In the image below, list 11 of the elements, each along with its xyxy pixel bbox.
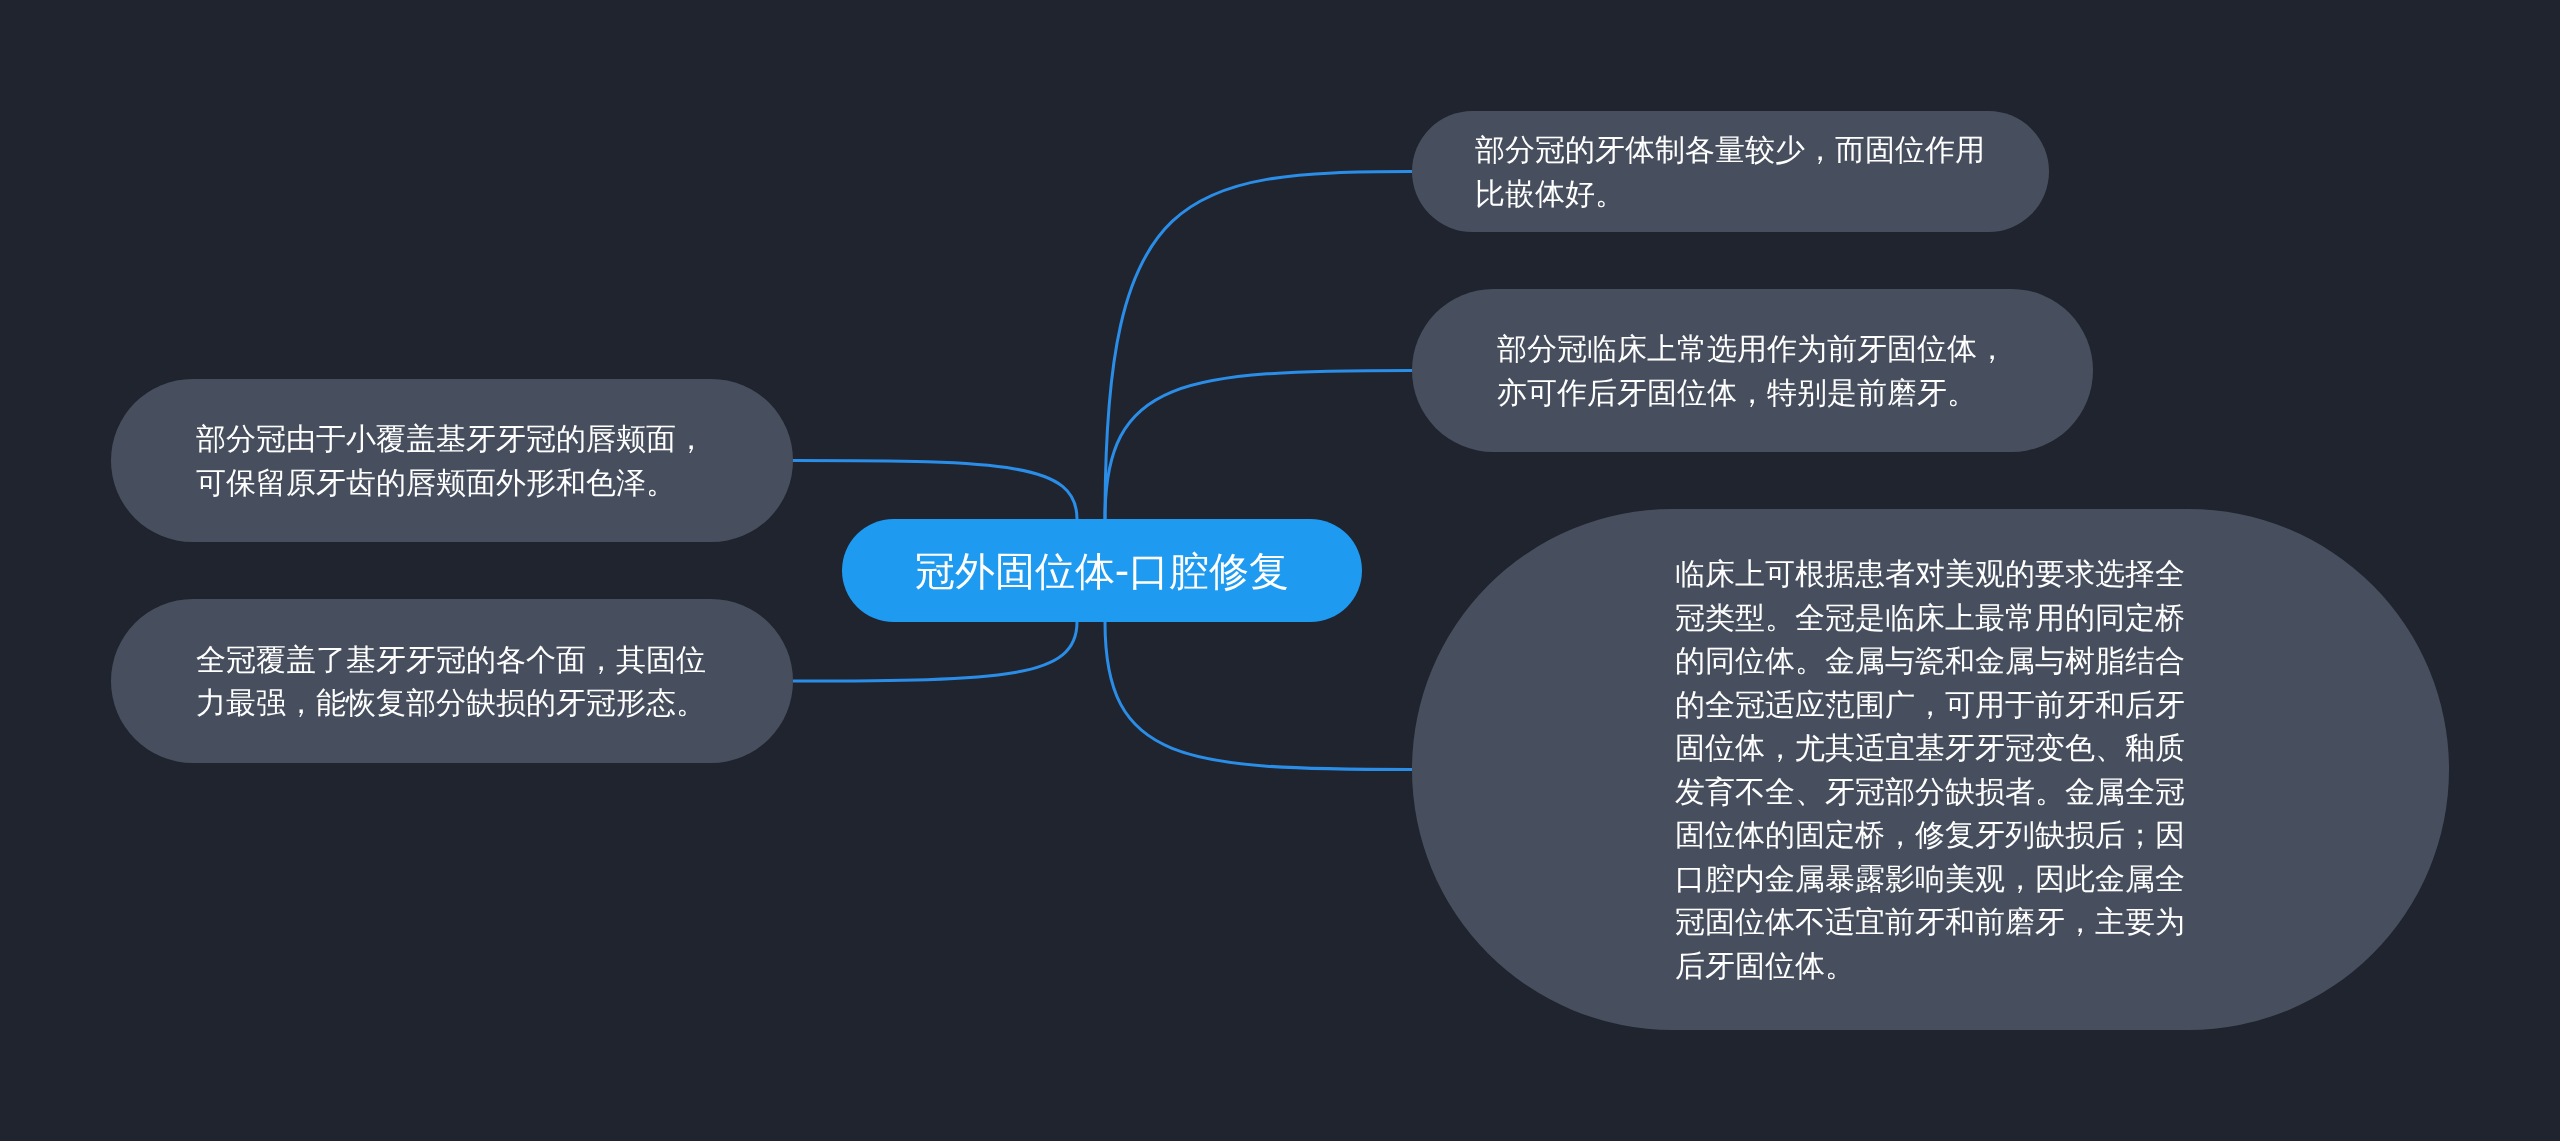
topic-box: 部分冠的牙体制各量较少，而固位作用比嵌体好。: [1412, 111, 2049, 232]
topic-box: 全冠覆盖了基牙牙冠的各个面，其固位力最强，能恢复部分缺损的牙冠形态。: [111, 599, 793, 763]
connector-line: [793, 459, 1079, 520]
topic-box: 部分冠由于小覆盖基牙牙冠的唇颊面，可保留原牙齿的唇颊面外形和色泽。: [111, 379, 793, 542]
topic-box: 临床上可根据患者对美观的要求选择全冠类型。全冠是临床上最常用的同定桥的同位体。金属与瓷和金属与树脂结合的全冠适应范围广，可用于前牙和后牙固位体，尤其适宜基牙牙冠变色、釉质发育不全、牙冠部分缺损者。金属全冠固位体的固定桥，修复牙列缺损后；因口腔内金属暴露影响美观，因此金属全冠固位体不适宜前牙和前磨牙，主要为后牙固位体。: [1412, 509, 2449, 1030]
connector-line: [793, 621, 1079, 683]
connector-line: [1103, 369, 1412, 520]
connector-line: [1103, 621, 1412, 771]
topic-box: 部分冠临床上常选用作为前牙固位体，亦可作后牙固位体，特别是前磨牙。: [1412, 289, 2093, 452]
connector-line: [1103, 170, 1412, 520]
central-topic: 冠外固位体-口腔修复: [842, 519, 1362, 622]
